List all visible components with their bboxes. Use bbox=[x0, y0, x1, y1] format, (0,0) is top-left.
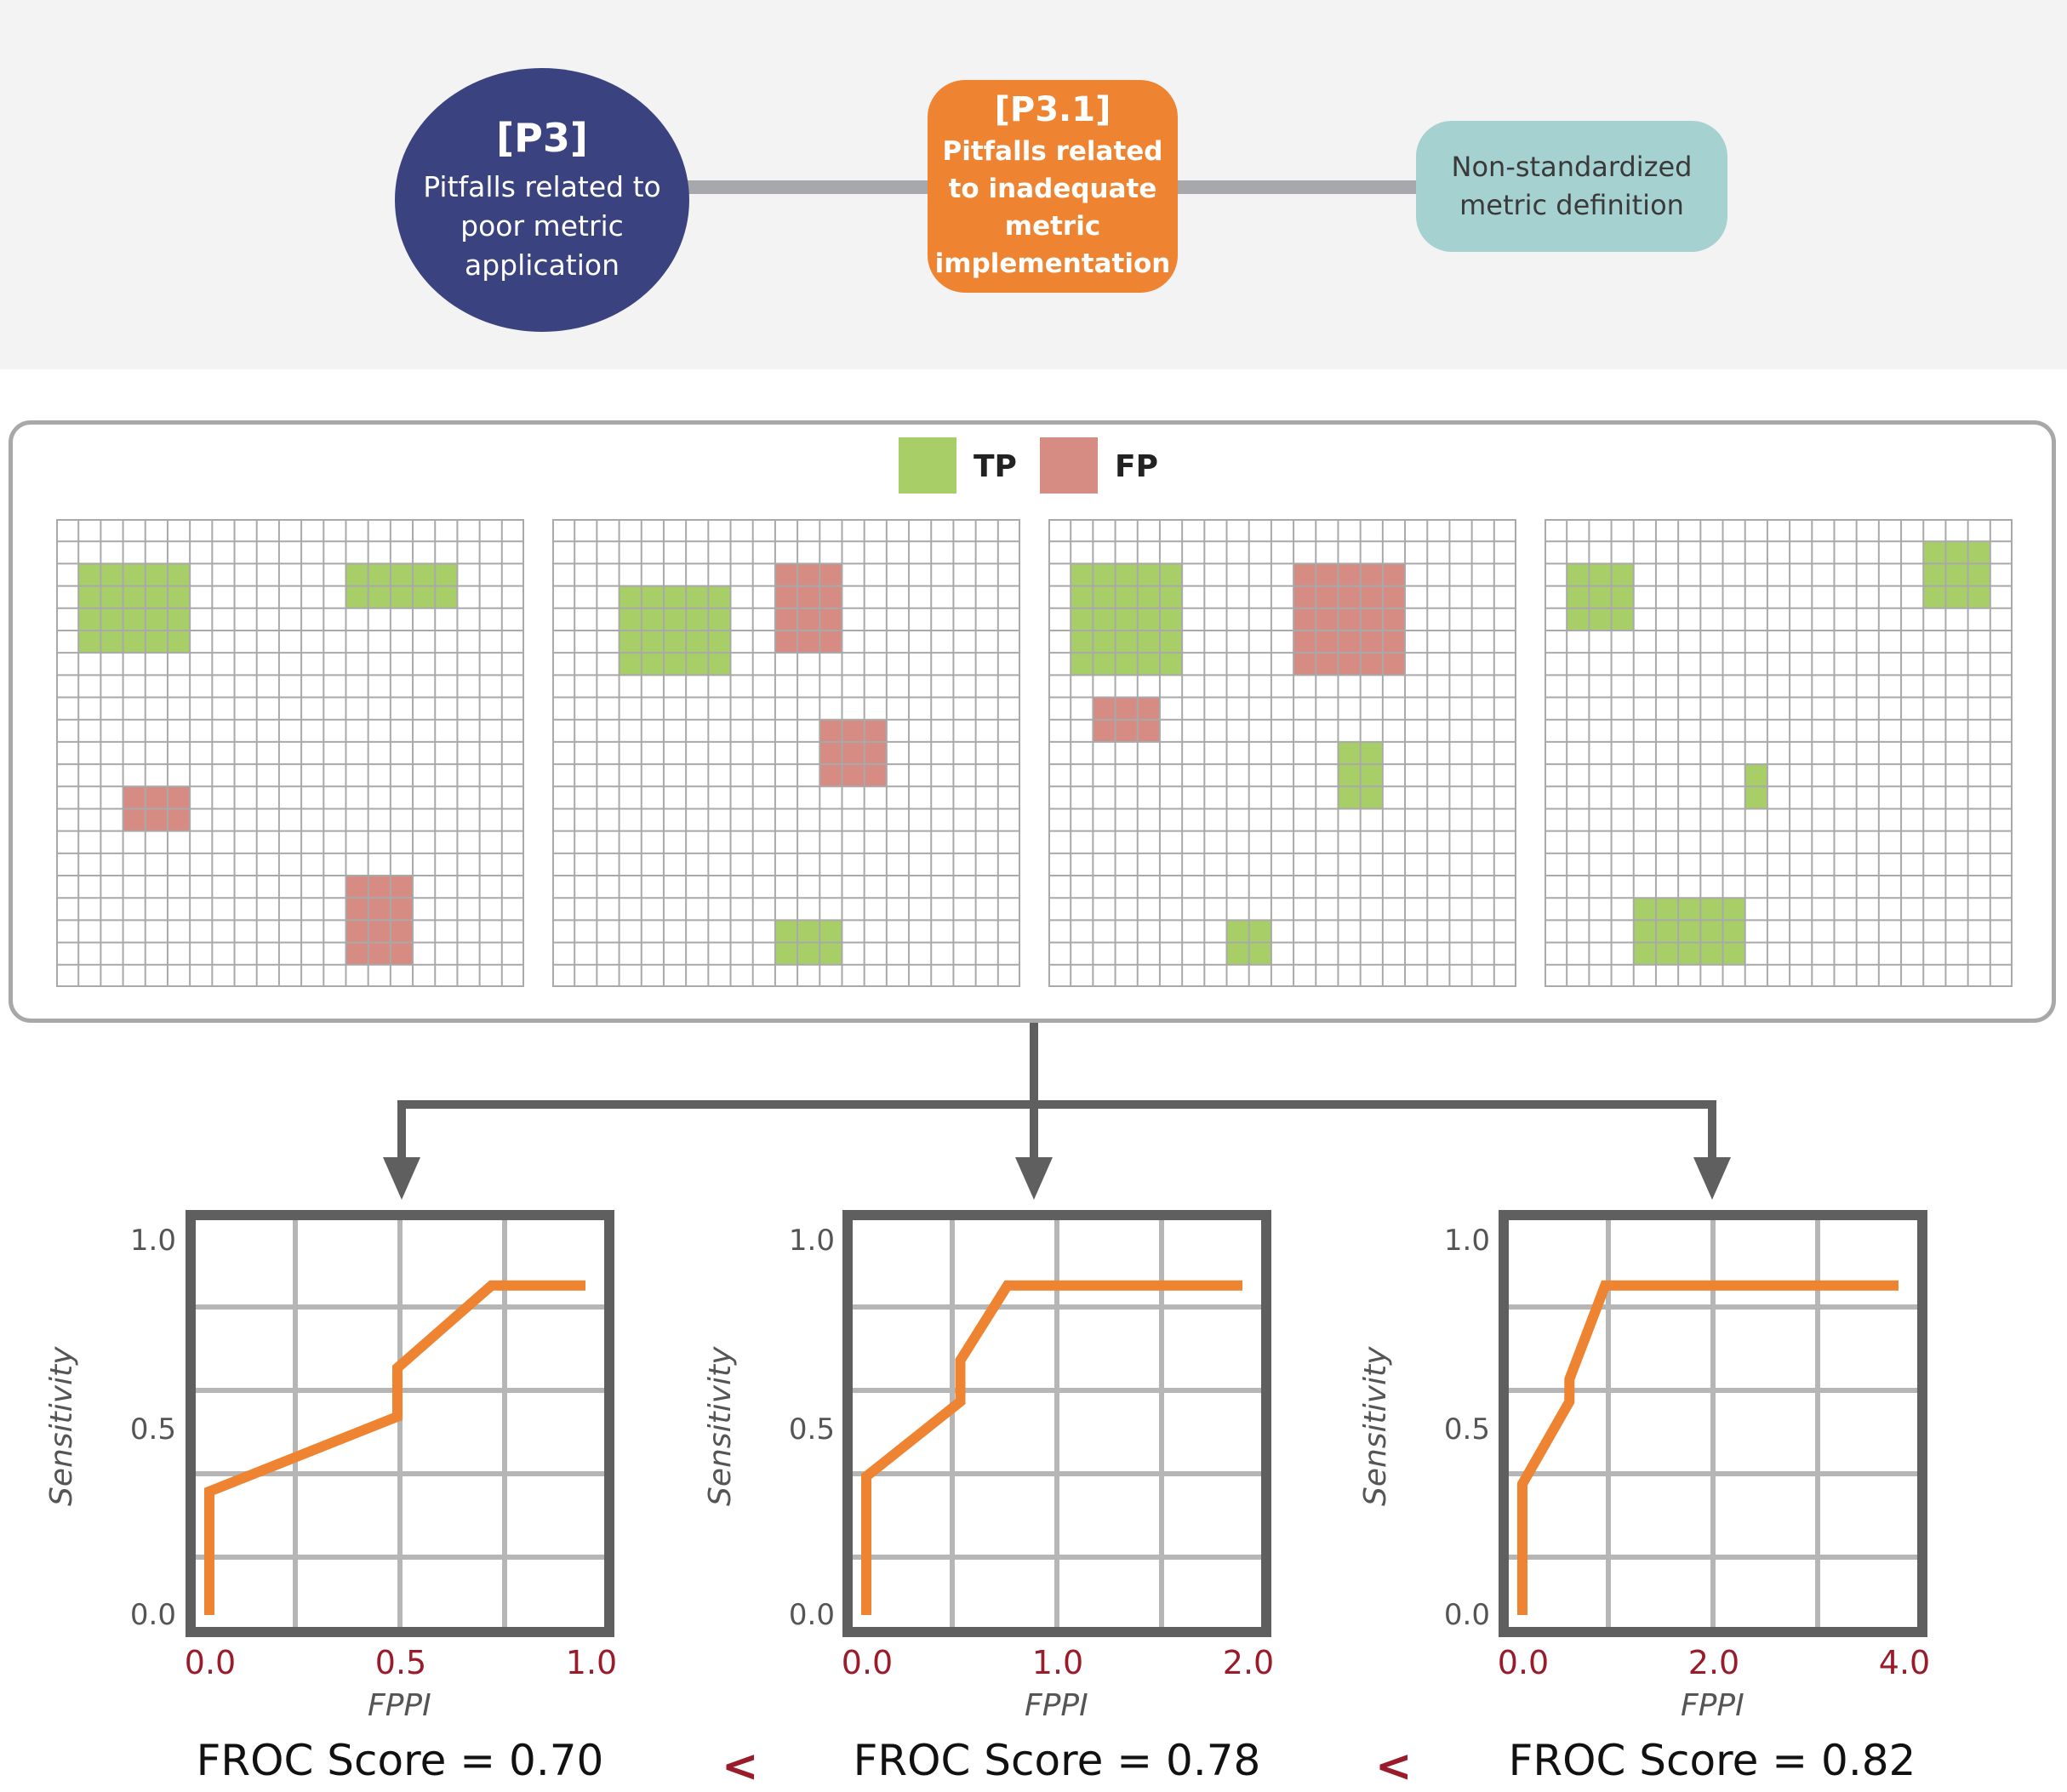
grid-lines bbox=[552, 519, 1020, 987]
box-tp-2 bbox=[1923, 541, 1990, 608]
chart-2-ytick-top: 1.0 bbox=[788, 1224, 835, 1258]
chart-1-ytick-top: 1.0 bbox=[129, 1224, 176, 1258]
chart-3-froc-score: FROC Score = 0.82 bbox=[1508, 1736, 1916, 1785]
chart-gridlines bbox=[848, 1215, 1266, 1632]
chart-2-ylabel: Sensitivity bbox=[703, 1346, 738, 1506]
box-fp-2 bbox=[1293, 563, 1406, 676]
box-fp-3 bbox=[819, 719, 887, 787]
chart-frame bbox=[186, 1210, 614, 1637]
less-than-sign-2: < bbox=[1375, 1741, 1413, 1792]
froc-chart-3 bbox=[1499, 1210, 1927, 1637]
chart-2-xlabel: FPPI bbox=[1025, 1688, 1088, 1723]
chart-2-ytick-mid: 0.5 bbox=[788, 1412, 835, 1447]
chart-3-xtick-left: 0.0 bbox=[1497, 1644, 1550, 1681]
chart-3-ytick-top: 1.0 bbox=[1443, 1224, 1490, 1258]
node-p31-text: Pitfalls related to inadequate metric im… bbox=[934, 136, 1171, 279]
froc-curve bbox=[861, 1280, 1242, 1615]
less-than-sign-1: < bbox=[722, 1741, 759, 1792]
chart-1-xtick-right: 1.0 bbox=[565, 1644, 618, 1681]
froc-chart-1 bbox=[186, 1210, 614, 1637]
chart-3-ytick-mid: 0.5 bbox=[1443, 1412, 1490, 1447]
chart-1-ylabel: Sensitivity bbox=[44, 1346, 79, 1506]
legend-tp-label: TP bbox=[974, 449, 1017, 484]
legend-fp-label: FP bbox=[1115, 449, 1158, 484]
node-p3-code: [P3] bbox=[496, 115, 588, 161]
froc-curve bbox=[204, 1280, 585, 1615]
arrow-head-left bbox=[383, 1157, 420, 1200]
chart-1-xlabel: FPPI bbox=[368, 1688, 431, 1723]
node-p3: [P3] Pitfalls related to poor metric app… bbox=[395, 68, 689, 332]
legend-tp-swatch bbox=[899, 437, 956, 494]
legend-fp-swatch bbox=[1040, 437, 1098, 494]
chart-2-xtick-mid: 1.0 bbox=[1031, 1644, 1084, 1681]
node-p31-code: [P3.1] bbox=[994, 90, 1111, 129]
image-grid-3 bbox=[1048, 519, 1516, 987]
chart-gridlines bbox=[1504, 1215, 1922, 1632]
image-grid-2 bbox=[552, 519, 1020, 987]
chart-1-xtick-mid: 0.5 bbox=[374, 1644, 427, 1681]
node-p3-text: Pitfalls related to poor metric applicat… bbox=[423, 170, 661, 282]
chart-2-ytick-bottom: 0.0 bbox=[788, 1598, 835, 1632]
chart-1-xtick-left: 0.0 bbox=[184, 1644, 237, 1681]
image-grid-4 bbox=[1545, 519, 2013, 987]
box-tp-1 bbox=[1567, 563, 1634, 631]
box-tp-4 bbox=[1633, 898, 1745, 965]
arrow-branch-bar bbox=[397, 1100, 1716, 1157]
node-p31: [P3.1] Pitfalls related to inadequate me… bbox=[928, 80, 1178, 293]
froc-curve bbox=[1517, 1280, 1899, 1615]
chart-1-ytick-mid: 0.5 bbox=[129, 1412, 176, 1447]
arrow-head-right bbox=[1693, 1157, 1731, 1200]
node-non-standardized: Non-standardized metric definition bbox=[1416, 121, 1727, 252]
grid-lines bbox=[1545, 519, 2013, 987]
chart-frame bbox=[1499, 1210, 1927, 1637]
box-tp-1 bbox=[1071, 563, 1183, 676]
chart-1-froc-score: FROC Score = 0.70 bbox=[196, 1736, 604, 1785]
grid-lines bbox=[1048, 519, 1516, 987]
chart-gridlines bbox=[191, 1215, 609, 1632]
chart-1-ytick-bottom: 0.0 bbox=[129, 1598, 176, 1632]
chart-3-ylabel: Sensitivity bbox=[1358, 1346, 1393, 1506]
arrow-head-center bbox=[1015, 1157, 1053, 1200]
chart-2-froc-score: FROC Score = 0.78 bbox=[853, 1736, 1261, 1785]
image-grid-1 bbox=[56, 519, 524, 987]
node-leaf-text: Non-standardized metric definition bbox=[1451, 151, 1693, 221]
froc-chart-2 bbox=[842, 1210, 1271, 1637]
chart-3-xtick-mid: 2.0 bbox=[1687, 1644, 1740, 1681]
chart-3-ytick-bottom: 0.0 bbox=[1443, 1598, 1490, 1632]
chart-3-xtick-right: 4.0 bbox=[1878, 1644, 1931, 1681]
chart-2-xtick-left: 0.0 bbox=[841, 1644, 894, 1681]
grid-lines bbox=[56, 519, 524, 987]
chart-3-xlabel: FPPI bbox=[1681, 1688, 1744, 1723]
chart-2-xtick-right: 2.0 bbox=[1222, 1644, 1275, 1681]
chart-frame bbox=[842, 1210, 1271, 1637]
